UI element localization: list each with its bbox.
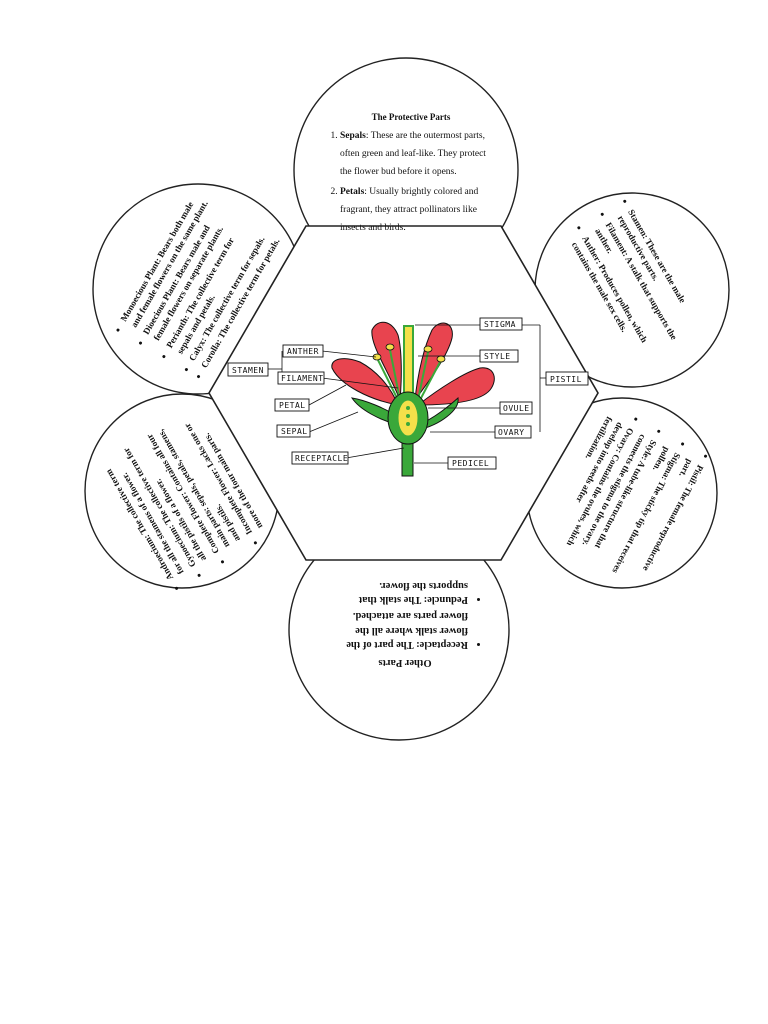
style <box>403 325 414 399</box>
filament-2 <box>389 349 401 401</box>
petal-left-top <box>371 321 402 401</box>
stem <box>401 439 414 477</box>
label-anther: ANTHER <box>287 347 319 356</box>
panel-title: Other Parts <box>378 657 432 669</box>
label-stamen: STAMEN <box>232 366 264 375</box>
label-sepal: SEPAL <box>281 427 308 436</box>
label-ovary: OVARY <box>498 428 525 437</box>
label-pedicel: PEDICEL <box>452 459 489 468</box>
label-boxes <box>227 317 589 470</box>
label-pistil: PISTIL <box>550 375 582 384</box>
label-stigma: STIGMA <box>484 320 516 329</box>
ovule-2 <box>406 414 410 418</box>
other-parts-list: Receptacle: The part of the flower stalk… <box>330 578 480 651</box>
list-item: Petals: Usually brightly colored and fra… <box>340 183 496 237</box>
list-item: Peduncle: The stalk that supports the fl… <box>330 578 468 606</box>
protective-parts-list: Sepals: These are the outermost parts, o… <box>326 127 496 237</box>
label-receptacle: RECEPTACLE <box>295 454 348 463</box>
flower-illustration <box>331 321 495 477</box>
list-item: Sepals: These are the outermost parts, o… <box>340 127 496 181</box>
anther-4 <box>436 355 446 363</box>
anther-3 <box>423 345 433 353</box>
label-ovule: OVULE <box>503 404 530 413</box>
list-item: Receptacle: The part of the flower stalk… <box>330 608 468 651</box>
filament-3 <box>417 351 429 401</box>
petal-right-outer <box>416 367 495 406</box>
anther-2 <box>385 343 395 351</box>
petal-left-outer <box>331 358 399 406</box>
label-style: STYLE <box>484 352 511 361</box>
label-petal: PETAL <box>279 401 306 410</box>
ovule-1 <box>406 406 410 410</box>
panel-protective-parts: The Protective Parts Sepals: These are t… <box>326 111 496 239</box>
filament-4 <box>419 361 441 401</box>
ovule-3 <box>406 422 410 426</box>
label-filament: FILAMENT <box>281 374 324 383</box>
panel-other-parts: Other Parts Receptacle: The part of the … <box>330 576 480 669</box>
diagram-labels: ANTHER STAMEN FILAMENT PETAL SEPAL RECEP… <box>232 320 582 468</box>
filament-1 <box>377 359 399 401</box>
panel-title: The Protective Parts <box>371 112 451 122</box>
